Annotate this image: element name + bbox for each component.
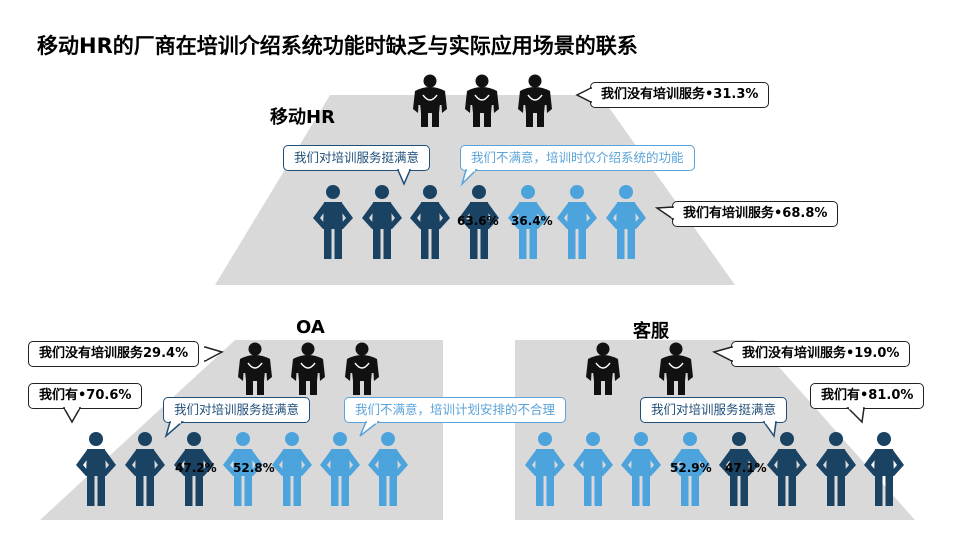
oa-satisfied-figure-1 bbox=[76, 432, 116, 506]
mobile-hr-unsatisfied-figure-small bbox=[508, 185, 548, 259]
section-label-mobile-hr: 移动HR bbox=[270, 107, 335, 128]
service-unsatisfied-figure-3 bbox=[621, 432, 661, 506]
mobile-hr-satisfied-callout: 我们对培训服务挺满意 bbox=[283, 145, 431, 171]
service-satisfied-figure-4 bbox=[864, 432, 904, 506]
section-label-oa: OA bbox=[296, 317, 325, 338]
page-title: 移动HR的厂商在培训介绍系统功能时缺乏与实际应用场景的联系 bbox=[37, 34, 638, 58]
oa-satisfied-figure-3 bbox=[174, 432, 214, 506]
service-no-training-figure-1 bbox=[586, 342, 620, 395]
service-no-training-callout: 我们没有培训服务•19.0% bbox=[731, 341, 911, 367]
oa-has-training-callout: 我们有•70.6% bbox=[28, 383, 143, 409]
mobile-hr-unsatisfied-callout: 我们不满意，培训时仅介绍系统的功能 bbox=[460, 145, 695, 171]
mobile-hr-unsatisfied-figure-1 bbox=[557, 185, 597, 259]
oa-unsatisfied-figure-3 bbox=[320, 432, 360, 506]
mobile-hr-satisfied-figure-3 bbox=[410, 185, 450, 259]
mobile-hr-satisfied-figure-small bbox=[459, 185, 499, 259]
oa-unsatisfied-callout: 我们不满意，培训计划安排的不合理 bbox=[344, 397, 567, 423]
oa-pct-satisfied: 47.2% bbox=[175, 461, 217, 475]
mobile-hr-no-training-callout: 我们没有培训服务•31.3% bbox=[590, 82, 770, 108]
mobile-hr-satisfied-figure-1 bbox=[313, 185, 353, 259]
oa-unsatisfied-figure-2 bbox=[272, 432, 312, 506]
service-satisfied-figure-3 bbox=[816, 432, 856, 506]
oa-unsatisfied-figure-1 bbox=[223, 432, 263, 506]
mobile-hr-pct-unsatisfied: 36.4% bbox=[511, 214, 553, 228]
service-satisfied-figure-2 bbox=[767, 432, 807, 506]
service-pct-satisfied: 47.1% bbox=[725, 461, 767, 475]
service-unsatisfied-figure-1 bbox=[525, 432, 565, 506]
service-unsatisfied-figure-2 bbox=[573, 432, 613, 506]
section-label-service: 客服 bbox=[633, 321, 669, 342]
service-unsatisfied-figure-4 bbox=[670, 432, 710, 506]
mobile-hr-satisfied-figure-2 bbox=[362, 185, 402, 259]
service-pct-unsatisfied: 52.9% bbox=[670, 461, 712, 475]
oa-satisfied-figure-2 bbox=[125, 432, 165, 506]
mobile-hr-no-training-figure-3 bbox=[518, 74, 552, 127]
mobile-hr-no-training-figure-2 bbox=[465, 74, 499, 127]
service-satisfied-figure-1 bbox=[719, 432, 759, 506]
oa-satisfied-callout: 我们对培训服务挺满意 bbox=[163, 397, 311, 423]
service-no-training-figure-2 bbox=[659, 342, 693, 395]
mobile-hr-unsatisfied-figure-2 bbox=[606, 185, 646, 259]
oa-no-training-figure-1 bbox=[238, 342, 272, 395]
oa-unsatisfied-figure-4 bbox=[368, 432, 408, 506]
mobile-hr-has-training-callout: 我们有培训服务•68.8% bbox=[672, 201, 839, 227]
service-platform bbox=[515, 340, 915, 520]
mobile-hr-no-training-figure-1 bbox=[413, 74, 447, 127]
oa-no-training-figure-2 bbox=[291, 342, 325, 395]
oa-no-training-callout: 我们没有培训服务29.4% bbox=[28, 341, 200, 367]
oa-no-training-figure-3 bbox=[345, 342, 379, 395]
service-satisfied-callout: 我们对培训服务挺满意 bbox=[640, 397, 788, 423]
mobile-hr-pct-satisfied: 63.6% bbox=[457, 214, 499, 228]
service-has-training-callout: 我们有•81.0% bbox=[810, 383, 925, 409]
oa-pct-unsatisfied: 52.8% bbox=[233, 461, 275, 475]
